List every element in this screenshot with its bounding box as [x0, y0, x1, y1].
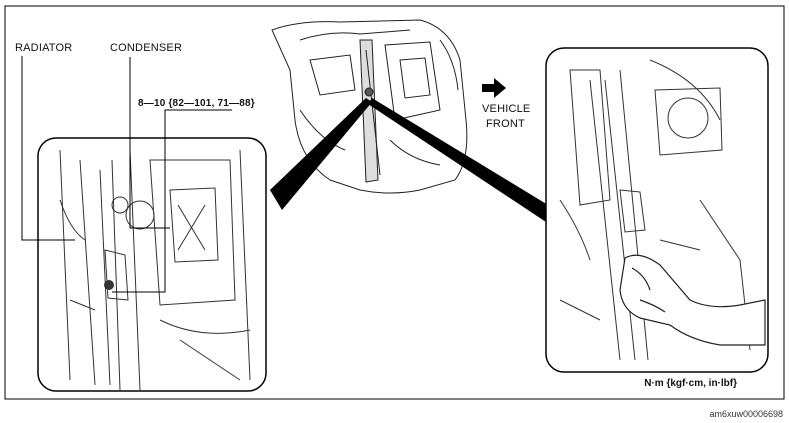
label-vehicle-front-line1: VEHICLE [482, 103, 531, 115]
bolt-marker [104, 280, 114, 290]
callout-wedge-left [270, 98, 372, 210]
right-detail-panel [545, 47, 769, 373]
label-condenser: CONDENSER [110, 42, 183, 54]
hand-illustration [619, 254, 766, 346]
label-units: N·m {kgf·cm, in·lbf} [644, 378, 737, 389]
label-radiator: RADIATOR [15, 42, 73, 54]
label-vehicle-front-line2: FRONT [486, 118, 525, 130]
label-torque: 8—10 {82—101, 71—88} [138, 98, 255, 109]
reference-code: am6xuw00006698 [709, 409, 783, 419]
outer-frame [4, 5, 785, 400]
direction-arrow-icon [482, 78, 506, 98]
left-detail-panel [37, 137, 267, 392]
leader-lines [21, 56, 232, 293]
callout-wedge-right [368, 98, 548, 222]
